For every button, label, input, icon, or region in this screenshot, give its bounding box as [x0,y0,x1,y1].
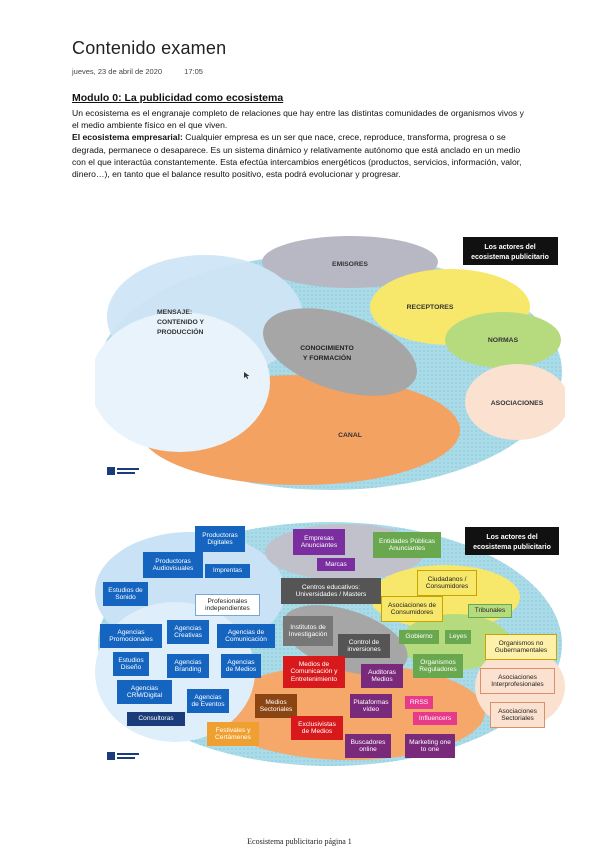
conocimiento-label-2: Y FORMACIÓN [303,353,351,362]
label-institutos: Institutos de Investigación [283,616,333,646]
label-tribunales: Tribunales [468,604,512,618]
label-estudios-sonido: Estudios de Sonido [103,582,148,606]
label-entidades: Entidades Públicas Anunciantes [373,532,441,558]
date-text: jueves, 23 de abril de 2020 [72,67,163,76]
label-imprentas: Imprentas [205,564,250,578]
label-festivales: Festivales y Certámenes [207,722,259,746]
section-heading: Modulo 0: La publicidad como ecosistema [72,92,284,104]
mensaje-label-1: MENSAJE: [157,309,192,316]
badge2-text-1: Los actores del [486,534,537,541]
asociaciones-ellipse [465,364,565,440]
label-medios-sect: Medios Sectoriales [255,694,297,718]
label-marketing: Marketing one to one [405,734,455,758]
cursor-icon [244,372,250,379]
mensaje-label-2: CONTENIDO Y [157,319,205,326]
conocimiento-label-1: CONOCIMIENTO [300,345,354,352]
mensaje-ellipse-front [95,312,270,452]
page-footer: Ecosistema publicitario página 1 [247,837,352,846]
label-ciudadanos: Ciudadanos / Consumidores [417,570,477,596]
bold-lead: El ecosistema empresarial: [72,132,183,143]
label-asoc-sect: Asociaciones Sectoriales [490,702,545,728]
paragraph-ecosistema: Un ecosistema es el engranaje completo d… [72,108,524,131]
label-asoc-inter: Asociaciones Interprofesionales [480,668,555,694]
label-ag-eventos: Agencias de Eventos [187,689,229,713]
emisores-label: EMISORES [332,261,368,268]
label-gobierno: Gobierno [399,630,439,644]
label-productoras-digitales: Productoras Digitales [195,526,245,552]
label-medios-com: Medios de Comunicación y Entretenimiento [283,656,345,688]
actors-badge-2 [465,527,559,555]
label-empresas: Empresas Anunciantes [293,529,345,555]
label-plataformas: Plataformas vídeo [350,694,392,718]
label-ag-crm: Agencias CRM/Digital [117,680,172,704]
paragraph-ecosistema-empresarial: El ecosistema empresarial: Cualquier emp… [72,131,532,180]
label-influencers: Influencers [413,712,457,725]
label-productoras-audiovisuales: Productoras Audiovisuales [143,552,203,578]
paragraph-rest: Cualquier empresa es un ser que nace, cr… [72,132,522,180]
mensaje-label-3: PRODUCCIÓN [157,327,204,336]
ecosystem-diagram-2: Los actores del ecosistema publicitario … [95,512,565,774]
badge-text-2: ecosistema publicitario [471,254,549,261]
label-asoc-consumidores: Asociaciones de Consumidores [381,596,443,622]
label-leyes: Leyes [445,630,471,644]
label-organismos-no: Organismos no Gubernamentales [485,634,557,660]
receptores-label: RECEPTORES [407,304,454,311]
conocimiento-ellipse [263,308,417,396]
label-rrss: RRSS [405,696,433,709]
canal-label: CANAL [338,432,362,439]
normas-label: NORMAS [488,337,519,344]
label-control: Control de inversiones [338,634,390,658]
label-ag-comunicacion: Agencias de Comunicación [217,624,275,648]
university-logo-icon [107,467,139,475]
ecosystem-diagram-1: Los actores del ecosistema publicitario … [95,222,565,492]
label-auditoras: Auditoras Medios [361,664,403,688]
normas-ellipse [445,312,561,368]
university-logo-icon-2 [107,752,139,760]
actors-badge [463,237,558,265]
label-est-diseno: Estudios Diseño [113,652,149,676]
label-profesionales: Profesionales independientes [195,594,260,616]
emisores-ellipse [262,236,438,288]
page-title: Contenido examen [72,38,227,58]
label-organismos-reg: Organismos Reguladores [413,654,463,678]
label-ag-creativas: Agencias Creativas [167,620,209,644]
badge-text-1: Los actores del [484,244,535,251]
label-buscadores: Buscadores online [345,734,391,758]
label-ag-promo: Agencias Promocionales [100,624,162,648]
timestamp: jueves, 23 de abril de 2020 17:05 [72,67,223,76]
label-ag-medios: Agencias de Medios [221,654,261,678]
label-exclusivistas: Exclusivistas de Medios [291,716,343,740]
asociaciones-label: ASOCIACIONES [491,400,544,407]
time-text: 17:05 [184,67,203,76]
body-text: Un ecosistema es el engranaje completo d… [72,107,532,180]
label-centros: Centros educativos: Universidades / Mast… [281,578,381,604]
badge2-text-2: ecosistema publicitario [473,544,551,551]
label-ag-branding: Agencias Branding [167,654,209,678]
label-consultoras: Consultoras [127,712,185,726]
label-marcas: Marcas [317,558,355,571]
